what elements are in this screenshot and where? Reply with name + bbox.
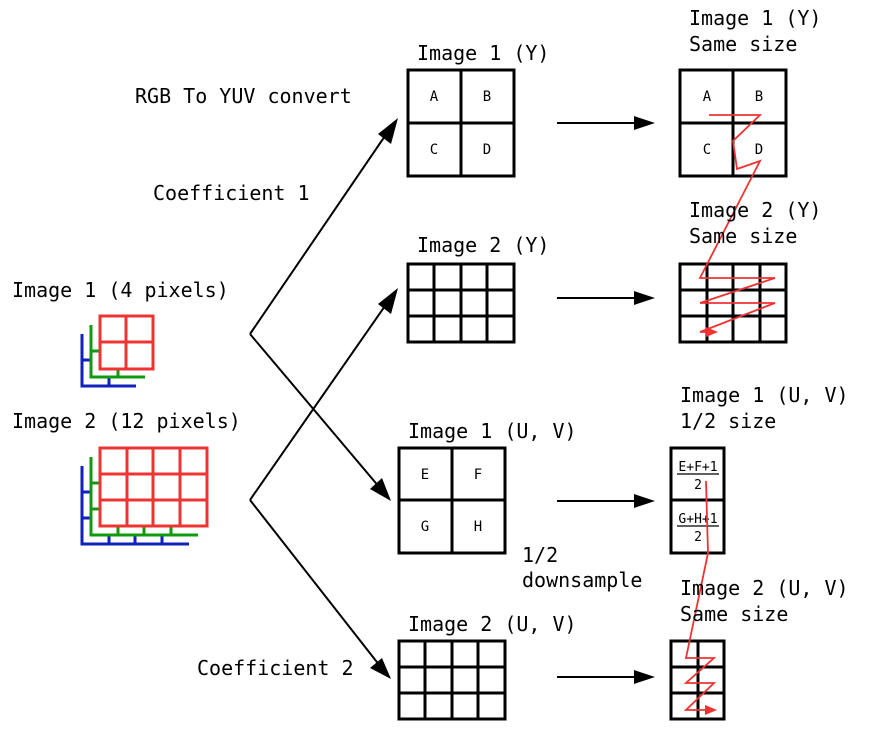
channel-r-layer [98, 446, 209, 528]
out-cell-b: B [755, 89, 763, 105]
cell-g: G [421, 519, 429, 535]
channel-g-layer [89, 457, 198, 537]
fraction-ef-numerator: E+F+1 [678, 460, 717, 475]
label-image1-y-out-line1: Image 1 (Y) [689, 6, 821, 30]
cell-f: F [474, 467, 482, 483]
label-coefficient-1: Coefficient 1 [153, 181, 310, 205]
grid-image2-uv [397, 639, 507, 721]
fraction-gh-denominator: 2 [694, 530, 702, 545]
label-image1-uv-out-line2: 1/2 size [680, 409, 776, 433]
input-image-1-stack [80, 314, 155, 388]
cell-e: E [421, 467, 429, 483]
channel-r-layer [98, 314, 155, 371]
channel-b-layer [80, 466, 189, 546]
label-rgb-to-yuv: RGB To YUV convert [135, 84, 352, 108]
label-downsample-line1: 1/2 [522, 543, 558, 567]
label-image2-uv: Image 2 (U, V) [408, 612, 577, 636]
channel-b-layer [80, 334, 136, 388]
label-image1-uv: Image 1 (U, V) [408, 419, 577, 443]
output-grid-image1-y: A B C D [678, 68, 788, 178]
grid-image1-y: A B C D [406, 68, 516, 178]
label-image2-y-out-line1: Image 2 (Y) [689, 198, 821, 222]
output-arrows [557, 116, 655, 684]
label-input-image1: Image 1 (4 pixels) [12, 278, 229, 302]
fraction-ef-denominator: 2 [694, 478, 702, 493]
cell-a: A [430, 89, 439, 105]
branch-arrows [249, 118, 398, 679]
grid-image1-uv: E F G H [397, 446, 507, 555]
output-grid-image1-uv: E+F+1 2 G+H+1 2 [669, 446, 726, 555]
label-image2-uv-out-line2: Same size [680, 602, 788, 626]
label-image2-uv-out-line1: Image 2 (U, V) [680, 576, 849, 600]
fraction-gh-numerator: G+H+1 [678, 512, 717, 527]
out-cell-d: D [755, 142, 763, 158]
grid-image2-y [406, 262, 516, 344]
cell-d: D [483, 142, 491, 158]
cell-c: C [430, 142, 438, 158]
label-image2-y: Image 2 (Y) [417, 233, 549, 257]
label-image2-y-out-line2: Same size [689, 224, 797, 248]
label-downsample-line2: downsample [522, 568, 642, 592]
label-image1-uv-out-line1: Image 1 (U, V) [680, 383, 849, 407]
label-image1-y: Image 1 (Y) [417, 41, 549, 65]
input-image-2-stack [80, 446, 209, 546]
label-input-image2: Image 2 (12 pixels) [12, 409, 241, 433]
out-cell-c: C [703, 142, 711, 158]
out-cell-a: A [703, 89, 712, 105]
label-image1-y-out-line2: Same size [689, 32, 797, 56]
label-coefficient-2: Coefficient 2 [197, 656, 354, 680]
cell-h: H [474, 519, 482, 535]
scan-order-path [683, 114, 776, 715]
output-grid-image2-uv [669, 639, 726, 721]
cell-b: B [483, 89, 491, 105]
